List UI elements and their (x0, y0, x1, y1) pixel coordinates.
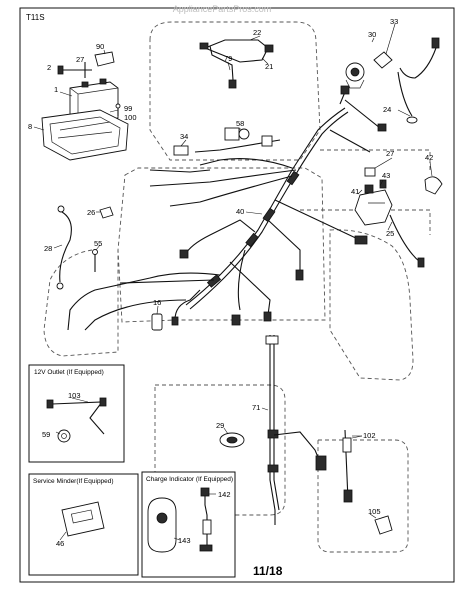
hour-meter (219, 432, 245, 448)
main-harness (67, 85, 387, 331)
watermark: AppliancePartsPros.com (173, 4, 272, 14)
terminal-cover (94, 51, 115, 67)
battery-bolt (57, 62, 92, 78)
callout-34: 34 (180, 132, 188, 141)
callout-103: 103 (68, 391, 81, 400)
callout-46: 46 (56, 539, 64, 548)
callout-105: 105 (368, 507, 381, 516)
callout-26: 26 (87, 208, 95, 217)
seat-switch-plug (173, 145, 189, 156)
rear-harness (265, 335, 327, 525)
service-title: Service Minder(If Equipped) (33, 478, 114, 485)
callout-102: 102 (363, 431, 376, 440)
callout-27b: 27 (386, 149, 394, 158)
callout-58: 58 (236, 119, 244, 128)
relay (224, 127, 250, 141)
callout-16: 16 (153, 298, 161, 307)
callout-55: 55 (94, 239, 102, 248)
callout-42: 42 (425, 153, 433, 162)
terminal-boot (424, 176, 443, 195)
reverse-switch (374, 515, 393, 535)
page-number: 11/18 (253, 564, 283, 578)
callout-90: 90 (96, 42, 104, 51)
callout-99: 99 (124, 104, 132, 113)
callout-21: 21 (265, 62, 273, 71)
tractor-outline (43, 21, 431, 553)
fuse-holder (261, 135, 273, 147)
callout-29: 29 (216, 421, 224, 430)
callout-numbers: 1 2 8 16 21 22 24 25 26 27 27 28 29 30 3… (28, 17, 433, 548)
callout-25: 25 (386, 229, 394, 238)
callout-142: 142 (218, 490, 231, 499)
callout-40: 40 (236, 207, 244, 216)
callout-24: 24 (383, 105, 391, 114)
callout-8: 8 (28, 122, 32, 131)
callout-1: 1 (54, 85, 58, 94)
ignition-harness (199, 39, 274, 89)
charge-title: Charge Indicator (If Equipped) (146, 476, 233, 483)
callout-43: 43 (382, 171, 390, 180)
leader-lines (33, 23, 433, 541)
starter-solenoid (354, 179, 393, 226)
ignition-switch (345, 62, 365, 89)
battery-tray (41, 109, 129, 161)
callout-28: 28 (44, 244, 52, 253)
ground-clip (99, 206, 114, 219)
headlight-switch (151, 313, 163, 331)
callout-27a: 27 (76, 55, 84, 64)
battery-screws (115, 103, 121, 116)
callout-71: 71 (252, 403, 260, 412)
callout-41: 41 (351, 187, 359, 196)
outlet-title: 12V Outlet (If Equipped) (34, 369, 104, 376)
callout-30: 30 (368, 30, 376, 39)
callout-2: 2 (47, 63, 51, 72)
callout-79: 79 (224, 54, 232, 63)
pto-connectors (171, 249, 304, 326)
inset-12v-outlet: 12V Outlet (If Equipped) (28, 364, 125, 463)
rear-wire (342, 429, 362, 503)
positive-cable (389, 214, 425, 268)
callout-59: 59 (42, 430, 50, 439)
diagram-code: T11S (26, 13, 45, 22)
starter-cover (364, 167, 376, 177)
ground-wire (56, 205, 72, 290)
callout-33: 33 (390, 17, 398, 26)
callout-22: 22 (253, 28, 261, 37)
inset-service-minder: Service Minder(If Equipped) (28, 473, 139, 576)
callout-100: 100 (124, 113, 137, 122)
callout-143: 143 (178, 536, 191, 545)
page-frame (19, 7, 455, 583)
ground-screw (92, 249, 98, 272)
inset-charge-indicator: Charge Indicator (If Equipped) (141, 471, 236, 578)
ignition-key (373, 51, 393, 69)
ground-cable (397, 37, 440, 124)
